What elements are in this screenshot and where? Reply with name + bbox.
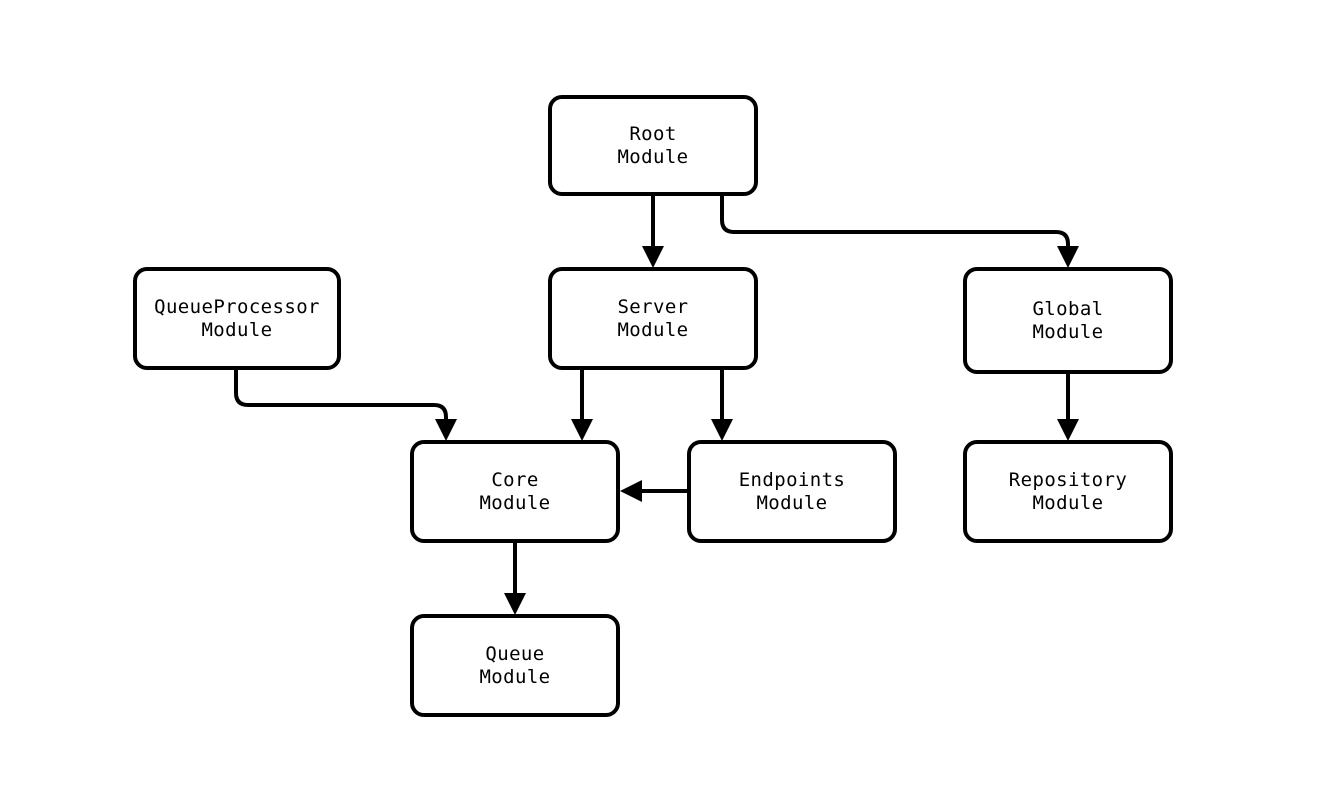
arrowhead-icon bbox=[642, 246, 664, 268]
node-label-primary: Repository bbox=[1008, 468, 1128, 491]
arrowhead-icon bbox=[571, 419, 593, 441]
node-label-secondary: Module bbox=[617, 318, 689, 341]
edge-root-to-global bbox=[720, 196, 1079, 268]
edge-core-to-queue bbox=[504, 543, 526, 615]
edge-global-to-repository bbox=[1057, 374, 1079, 441]
arrowhead-icon bbox=[1057, 419, 1079, 441]
node-label-primary: Root bbox=[629, 122, 677, 145]
node-label-primary: Queue bbox=[485, 642, 545, 665]
edge-queueprocessor-to-core bbox=[234, 370, 457, 441]
node-label-secondary: Module bbox=[617, 145, 689, 168]
arrowhead-icon bbox=[711, 419, 733, 441]
node-label-secondary: Module bbox=[1032, 491, 1104, 514]
edge-line bbox=[720, 196, 1070, 255]
node-label-primary: Endpoints bbox=[738, 468, 846, 491]
edge-root-to-server bbox=[642, 196, 664, 268]
arrowhead-icon bbox=[620, 480, 642, 502]
arrowhead-icon bbox=[1057, 246, 1079, 268]
node-label-secondary: Module bbox=[479, 665, 551, 688]
edge-line bbox=[234, 370, 448, 428]
node-label-secondary: Module bbox=[479, 491, 551, 514]
node-label-secondary: Module bbox=[1032, 320, 1104, 343]
edges-group bbox=[234, 196, 1079, 615]
arrowhead-icon bbox=[435, 419, 457, 441]
node-label-secondary: Module bbox=[756, 491, 828, 514]
edge-server-to-endpoints bbox=[711, 370, 733, 441]
node-label-secondary: Module bbox=[201, 318, 273, 341]
edge-endpoints-to-core bbox=[620, 480, 687, 502]
edge-server-to-core bbox=[571, 370, 593, 441]
node-label-primary: QueueProcessor bbox=[154, 295, 320, 318]
node-label-primary: Global bbox=[1032, 297, 1104, 320]
node-label-primary: Core bbox=[491, 468, 539, 491]
arrowhead-icon bbox=[504, 593, 526, 615]
node-label-primary: Server bbox=[617, 295, 689, 318]
